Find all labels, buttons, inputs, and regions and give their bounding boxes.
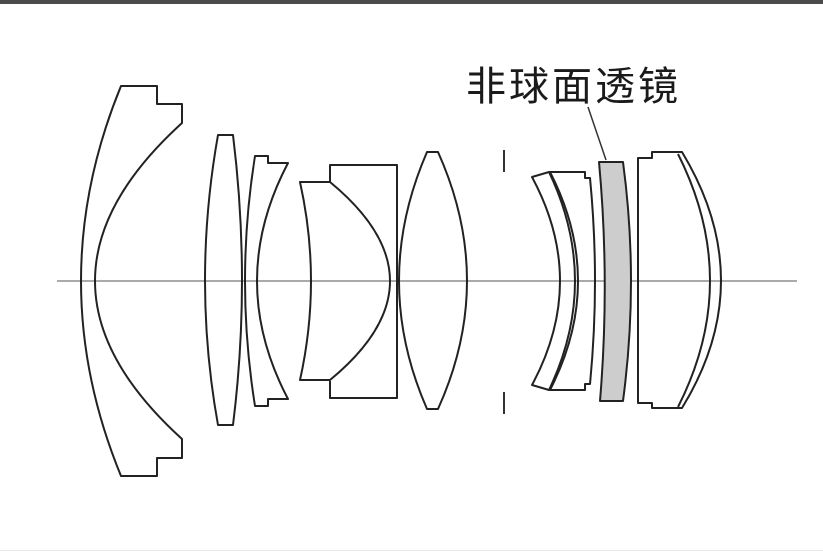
element-9-aspherical-lens xyxy=(598,161,632,402)
element-8-rear-meniscus xyxy=(549,171,596,391)
element-5-doublet-rear-flat xyxy=(329,164,398,399)
element-3-meniscus xyxy=(244,155,289,407)
top-bar xyxy=(0,0,823,4)
element-6-biconvex xyxy=(398,151,468,410)
element-10-rear-doublet xyxy=(637,151,722,409)
aspherical-lens-label: 非球面透镜 xyxy=(466,65,681,109)
element-2-biconvex xyxy=(204,134,243,426)
element-1-front-meniscus xyxy=(80,85,183,477)
bottom-edge-line xyxy=(0,550,823,551)
element-10-cemented-surface xyxy=(677,153,711,408)
element-4-doublet-front xyxy=(299,181,391,381)
label-leader-line xyxy=(587,106,607,161)
